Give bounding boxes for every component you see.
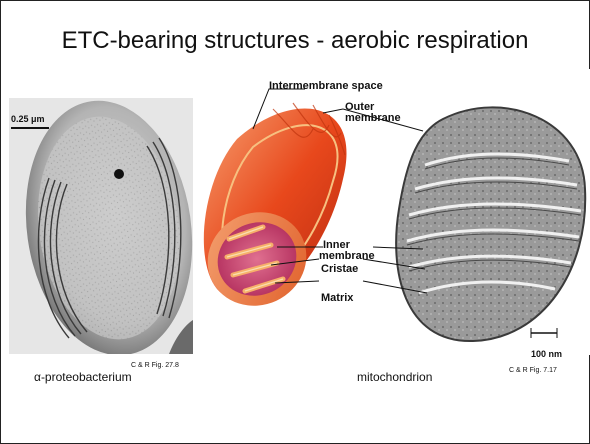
left-figure-ref: C & R Fig. 27.8 xyxy=(131,362,179,369)
left-scale-bar xyxy=(11,127,49,129)
left-scale-bar-label: 0.25 μm xyxy=(11,114,45,124)
right-scale-bar-label: 100 nm xyxy=(531,349,562,359)
right-caption: mitochondrion xyxy=(357,370,432,384)
label-matrix: Matrix xyxy=(321,293,353,304)
label-cristae: Cristae xyxy=(321,264,358,275)
bacterium-micrograph xyxy=(9,98,193,354)
slide-title: ETC-bearing structures - aerobic respira… xyxy=(1,27,589,55)
label-intermembrane-space: Intermembrane space xyxy=(269,81,383,92)
label-inner-2: membrane xyxy=(319,251,375,262)
right-figure-ref: C & R Fig. 7.17 xyxy=(509,367,557,374)
left-caption: α-proteobacterium xyxy=(34,370,132,384)
label-outer-2: membrane xyxy=(345,113,401,124)
